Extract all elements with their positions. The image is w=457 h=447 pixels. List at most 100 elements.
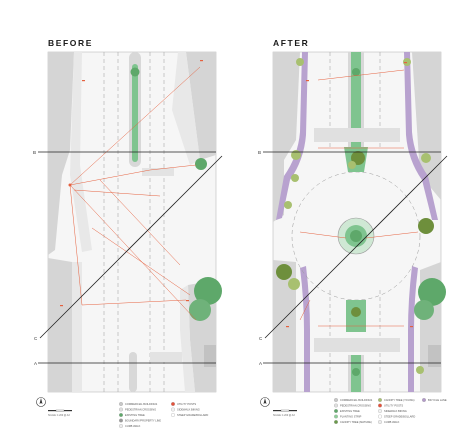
before-title: BEFORE bbox=[48, 38, 94, 48]
before-sidewalk-west bbox=[70, 52, 92, 252]
after-legend-item: CANOPY TREE (MATURE) bbox=[334, 420, 372, 424]
before-legend-label: SIDEWALK BIKING bbox=[177, 408, 200, 412]
after-crosswalk-north bbox=[314, 128, 400, 142]
after-legend-label: BICYCLE LANE bbox=[428, 398, 447, 402]
before-legend-item: CURB WALK bbox=[119, 424, 141, 428]
after-legend-swatch bbox=[378, 409, 382, 413]
before-tree-se-small bbox=[189, 299, 211, 321]
after-legend-swatch bbox=[378, 420, 382, 424]
after-legend-swatch bbox=[378, 398, 382, 402]
before-legend-label: BOUNDARY/PROPERTY LINE bbox=[125, 419, 161, 423]
after-plan bbox=[272, 51, 446, 393]
after-legend-label: COMMERCIAL BUILDINGS bbox=[340, 398, 372, 402]
after-utility-posts bbox=[286, 62, 413, 328]
before-sightlines bbox=[69, 66, 201, 321]
after-building-small bbox=[428, 345, 441, 367]
after-legend-label: CANOPY TREE (YOUNG) bbox=[384, 398, 415, 402]
before-tree-ne bbox=[195, 158, 207, 170]
before-marker-c: C bbox=[34, 336, 38, 341]
after-legend-item: COMMERCIAL BUILDINGS bbox=[334, 398, 372, 402]
before-sidewalk-sw bbox=[72, 262, 82, 392]
after-bike-lane-nw bbox=[276, 52, 308, 220]
after-building-nw bbox=[273, 52, 300, 222]
before-building-west bbox=[48, 52, 74, 255]
after-title: AFTER bbox=[273, 38, 310, 48]
before-legend-swatch bbox=[119, 424, 123, 428]
after-bike-lane-ne bbox=[404, 52, 438, 220]
after-legend-label: SIDEWALK BIKING bbox=[384, 409, 407, 413]
before-legend-label: STEEP GRADE/BOLLARD bbox=[177, 413, 208, 417]
after-legend-item: CANOPY TREE (YOUNG) bbox=[378, 398, 415, 402]
after-legend-label: EXISTING TREE bbox=[340, 409, 360, 413]
before-legend-item: PEDESTRIAN CROSSING bbox=[119, 408, 156, 412]
after-legend-swatch bbox=[334, 414, 338, 419]
after-median-north-planting bbox=[351, 52, 361, 147]
before-legend-label: EXISTING TREE bbox=[125, 413, 145, 417]
before-crosswalk-north bbox=[142, 168, 174, 176]
before-legend-item: BOUNDARY/PROPERTY LINE bbox=[119, 419, 161, 423]
after-legend-swatch bbox=[378, 414, 382, 419]
after-crosswalk-south bbox=[314, 338, 400, 352]
before-scale-label: SCALE: 1:200 @ A3 bbox=[48, 414, 70, 417]
after-legend-item: STEEP GRADE/BOLLARD bbox=[378, 415, 415, 419]
before-median-tree bbox=[130, 67, 140, 77]
after-legend-label: UTILITY POSTS bbox=[384, 404, 403, 408]
after-legend-item: UTILITY POSTS bbox=[378, 404, 403, 408]
before-median-planting bbox=[132, 64, 138, 162]
after-median-north-tree bbox=[352, 68, 360, 76]
after-legend-swatch bbox=[334, 420, 338, 424]
after-legend-item: BICYCLE LANE bbox=[422, 398, 447, 402]
before-building-sw bbox=[48, 258, 72, 392]
after-legend-label: PLANTING STRIP bbox=[340, 415, 362, 419]
before-legend-item: SIDEWALK BIKING bbox=[171, 408, 200, 412]
before-marker-a: A bbox=[34, 361, 37, 366]
before-legend-swatch bbox=[171, 413, 175, 417]
before-north-arrow-icon bbox=[36, 397, 46, 407]
before-sidewalk-ne bbox=[172, 52, 200, 165]
after-roundabout-tree bbox=[350, 230, 362, 242]
after-legend-swatch bbox=[378, 403, 382, 408]
after-bike-lane-se bbox=[408, 266, 418, 392]
after-marker-a: A bbox=[259, 361, 262, 366]
before-legend-label: COMMERCIAL BUILDINGS bbox=[125, 402, 157, 406]
after-bike-lane-sw bbox=[300, 266, 310, 392]
after-marker-c: C bbox=[259, 336, 263, 341]
before-legend-label: UTILITY POSTS bbox=[177, 402, 196, 406]
before-legend-swatch bbox=[119, 418, 123, 423]
before-building-ne bbox=[186, 52, 216, 160]
before-tree-se-large bbox=[194, 277, 222, 305]
before-legend-item: UTILITY POSTS bbox=[171, 402, 196, 406]
before-sidewalk-se bbox=[180, 285, 195, 392]
before-median-south bbox=[129, 352, 137, 392]
after-scale-label: SCALE: 1:200 @ A3 bbox=[273, 414, 295, 417]
after-section-c bbox=[264, 155, 448, 339]
before-scale-bar: SCALE: 1:200 @ A3 bbox=[48, 409, 72, 417]
after-legend-label: PEDESTRIAN CROSSING bbox=[340, 404, 371, 408]
before-marker-b: B bbox=[33, 150, 36, 155]
after-north-arrow-icon bbox=[260, 397, 270, 407]
after-legend-swatch bbox=[422, 398, 426, 402]
after-legend-item: SIDEWALK BIKING bbox=[378, 409, 407, 413]
before-legend-swatch bbox=[119, 402, 123, 406]
after-legend-label: CURB WALK bbox=[384, 420, 400, 424]
after-legend-item: EXISTING TREE bbox=[334, 409, 360, 413]
before-legend-label: CURB WALK bbox=[125, 424, 141, 428]
before-plan bbox=[47, 51, 222, 393]
before-building-small bbox=[204, 345, 216, 367]
after-legend-swatch bbox=[334, 398, 338, 402]
after-legend-swatch bbox=[334, 403, 338, 408]
before-legend-label: PEDESTRIAN CROSSING bbox=[125, 408, 156, 412]
before-legend-swatch bbox=[119, 407, 123, 412]
before-legend: COMMERCIAL BUILDINGS PEDESTRIAN CROSSINGE… bbox=[119, 402, 208, 428]
before-legend-item: EXISTING TREE bbox=[119, 413, 145, 417]
before-legend-swatch bbox=[171, 407, 175, 412]
before-sight-point bbox=[68, 183, 72, 187]
after-legend-item: CURB WALK bbox=[378, 420, 400, 424]
after-legend-item: PLANTING STRIP bbox=[334, 414, 362, 419]
before-utility-posts bbox=[60, 60, 203, 307]
before-legend-item: STEEP GRADE/BOLLARD bbox=[171, 413, 208, 417]
before-legend-item: COMMERCIAL BUILDINGS bbox=[119, 402, 157, 406]
after-legend-swatch bbox=[334, 409, 338, 413]
before-legend-swatch bbox=[171, 402, 175, 406]
